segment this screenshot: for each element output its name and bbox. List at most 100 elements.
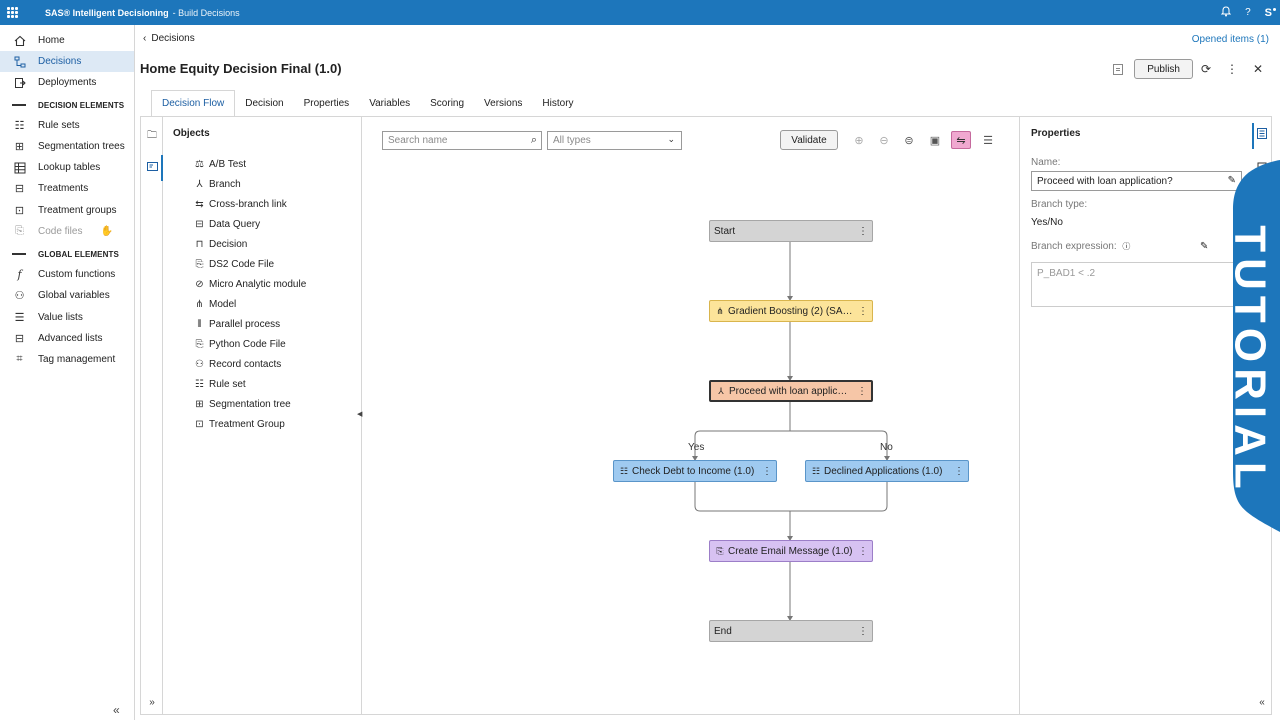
chevron-left-icon: ‹ (143, 33, 147, 44)
object-item[interactable]: ⊟Data Query (194, 214, 260, 234)
tab-properties[interactable]: Properties (303, 98, 350, 109)
nav-item-rule-sets[interactable]: ☷ Rule sets (0, 115, 134, 136)
nav-item-advanced-lists[interactable]: ⊟ Advanced lists (0, 328, 134, 349)
object-item[interactable]: ⎘DS2 Code File (194, 254, 275, 274)
nav-item-treatments[interactable]: ⊟ Treatments (0, 178, 134, 199)
node-menu-icon[interactable]: ⋮ (858, 625, 868, 637)
rule-set-icon: ☷ (811, 465, 821, 476)
nav-item-deployments[interactable]: Deployments (0, 72, 134, 93)
close-icon[interactable]: ✕ (1252, 62, 1264, 76)
zoom-out-icon[interactable]: ⊖ (879, 134, 889, 147)
breadcrumb-label: Decisions (151, 33, 195, 44)
object-item[interactable]: ⚖A/B Test (194, 154, 246, 174)
publish-button[interactable]: Publish (1134, 59, 1193, 79)
expand-icon[interactable]: » (149, 697, 155, 708)
document-icon[interactable] (1113, 63, 1124, 75)
node-email[interactable]: ⎘ Create Email Message (1.0) ⋮ (709, 540, 873, 562)
object-item[interactable]: ☷Rule set (194, 374, 246, 394)
chevron-down-icon: ⌄ (667, 134, 675, 144)
nav-item-treatment-groups[interactable]: ⊡ Treatment groups (0, 200, 134, 221)
node-check-debt[interactable]: ☷ Check Debt to Income (1.0) ⋮ (613, 460, 777, 482)
node-menu-icon[interactable]: ⋮ (858, 225, 868, 237)
zoom-in-icon[interactable]: ⊕ (854, 134, 864, 147)
node-declined[interactable]: ☷ Declined Applications (1.0) ⋮ (805, 460, 969, 482)
refresh-icon[interactable]: ⟳ (1200, 62, 1212, 76)
info-icon[interactable]: ⓘ (1122, 242, 1131, 251)
object-item[interactable]: ⋔Model (194, 294, 236, 314)
object-item[interactable]: ⎘Python Code File (194, 334, 286, 354)
properties-panel-icon[interactable] (1256, 128, 1268, 142)
collapse-nav-icon[interactable]: « (113, 703, 120, 717)
tab-history[interactable]: History (542, 98, 574, 109)
opened-items-link[interactable]: Opened items (1) (1191, 34, 1269, 45)
nav-item-home[interactable]: Home (0, 30, 134, 51)
node-model[interactable]: ⋔ Gradient Boosting (2) (SAS... ⋮ (709, 300, 873, 322)
tab-decision[interactable]: Decision (245, 98, 284, 109)
decision-flow-canvas[interactable]: Search name ⌕ All types ⌄ Validate ⊕ ⊖ ⊜… (362, 117, 1019, 714)
node-label: Proceed with loan applicat... (729, 385, 855, 397)
fit-window-icon[interactable]: ▣ (929, 134, 941, 147)
nav-item-lookup-tables[interactable]: Lookup tables (0, 157, 134, 178)
types-select[interactable]: All types ⌄ (547, 131, 682, 150)
nav-label: Code files (38, 226, 83, 237)
more-options-icon[interactable]: ⋮ (1226, 62, 1238, 76)
zoom-fit-icon[interactable]: ⊜ (904, 134, 914, 147)
nav-item-global-variables[interactable]: ⚇ Global variables (0, 285, 134, 306)
tab-scoring[interactable]: Scoring (430, 98, 465, 109)
segmentation-trees-icon: ⊞ (14, 141, 25, 153)
tag-management-icon: ⌗ (16, 353, 23, 365)
nav-item-tag-management[interactable]: ⌗ Tag management (0, 349, 134, 370)
bell-icon[interactable] (1220, 5, 1232, 20)
tab-variables[interactable]: Variables (369, 98, 411, 109)
object-item[interactable]: ⊘Micro Analytic module (194, 274, 306, 294)
toggle-layout-icon[interactable]: ⇋ (951, 131, 971, 149)
nav-item-decisions[interactable]: Decisions (0, 51, 134, 72)
branch-expression-field[interactable]: P_BAD1 < .2 (1031, 262, 1242, 307)
node-menu-icon[interactable]: ⋮ (858, 305, 868, 317)
node-menu-icon[interactable]: ⋮ (762, 465, 772, 477)
node-start[interactable]: Start ⋮ (709, 220, 873, 242)
object-item-label: DS2 Code File (209, 258, 275, 270)
collapse-right-icon[interactable]: « (1259, 697, 1265, 708)
app-menu-icon[interactable] (7, 6, 19, 19)
object-item[interactable]: ⇆Cross-branch link (194, 194, 287, 214)
breadcrumb[interactable]: ‹ Decisions (143, 33, 195, 44)
objects-panel: Objects ⚖A/B Test⅄Branch⇆Cross-branch li… (163, 117, 362, 714)
object-item[interactable]: ⊓Decision (194, 234, 248, 254)
node-end[interactable]: End ⋮ (709, 620, 873, 642)
collapse-objects-icon[interactable]: ◀ (357, 411, 363, 418)
nav-label: Rule sets (38, 120, 80, 131)
object-item[interactable]: ⚇Record contacts (194, 354, 281, 374)
edit-icon[interactable]: ✎ (1227, 175, 1236, 186)
nav-item-custom-functions[interactable]: f Custom functions (0, 264, 134, 285)
tab-decision-flow[interactable]: Decision Flow (151, 90, 236, 117)
object-item-label: Data Query (209, 218, 261, 230)
folder-icon[interactable]: 🗀 (147, 130, 157, 141)
object-item[interactable]: ⊡Treatment Group (194, 414, 284, 434)
tab-versions[interactable]: Versions (484, 98, 523, 109)
nav-label: Treatments (38, 183, 89, 194)
nav-item-segmentation-trees[interactable]: ⊞ Segmentation trees (0, 136, 134, 157)
help-icon[interactable]: ? (1245, 7, 1251, 18)
node-menu-icon[interactable]: ⋮ (858, 545, 868, 557)
edit-expression-icon[interactable]: ✎ (1200, 241, 1209, 252)
tutorial-banner: TUTORIAL (1225, 160, 1280, 532)
node-label: Check Debt to Income (1.0) (632, 465, 755, 477)
nav-item-value-lists[interactable]: ☰ Value lists (0, 307, 134, 328)
node-menu-icon[interactable]: ⋮ (857, 385, 867, 397)
object-item[interactable]: ⅄Branch (194, 174, 240, 194)
nav-label: Deployments (38, 77, 97, 88)
node-branch[interactable]: ⅄ Proceed with loan applicat... ⋮ (709, 380, 873, 402)
node-menu-icon[interactable]: ⋮ (954, 465, 964, 477)
validate-button[interactable]: Validate (780, 130, 838, 150)
user-avatar[interactable]: S (1264, 6, 1277, 19)
name-field[interactable]: Proceed with loan application? ✎ (1031, 171, 1242, 191)
search-input[interactable]: Search name ⌕ (382, 131, 542, 150)
nav-label: Treatment groups (38, 205, 117, 216)
objects-panel-icon[interactable] (145, 162, 159, 176)
object-item[interactable]: ⊞Segmentation tree (194, 394, 290, 414)
treatment-groups-icon: ⊡ (14, 205, 25, 217)
object-item[interactable]: ⫴Parallel process (194, 314, 280, 334)
nav-item-code-files[interactable]: ⎘ Code files ✋ (0, 221, 134, 242)
overview-icon[interactable]: ☰ (983, 134, 993, 147)
